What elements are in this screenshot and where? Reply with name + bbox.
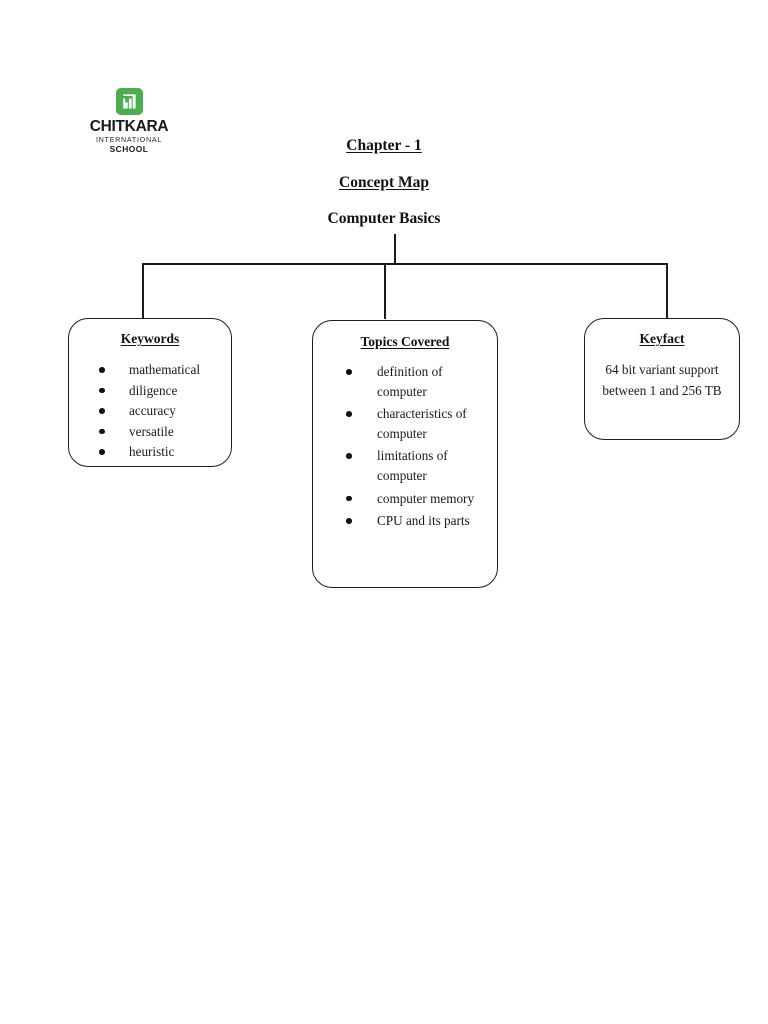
- node-box-keyfact: Keyfact 64 bit variant support between 1…: [584, 318, 740, 440]
- connector-drop-keyfact: [666, 263, 668, 319]
- list-item: mathematical: [69, 360, 231, 380]
- node-title-topics-covered: Topics Covered: [360, 334, 450, 349]
- keywords-list: mathematical diligence accuracy versatil…: [69, 360, 231, 462]
- chapter-heading-text: Chapter - 1: [346, 137, 422, 154]
- logo-subtitle-school: SCHOOL: [109, 144, 149, 154]
- chitkara-mark-icon: [115, 88, 143, 115]
- list-item: CPU and its parts: [313, 511, 497, 531]
- node-box-topics-covered: Topics Covered definition of computer ch…: [312, 320, 498, 588]
- chitkara-logo: CHITKARA INTERNATIONAL SCHOOL: [88, 88, 170, 154]
- node-box-keywords: Keywords mathematical diligence accuracy…: [68, 318, 232, 467]
- connector-drop-topics: [384, 263, 386, 319]
- list-item: characteristics of computer: [313, 404, 497, 443]
- chapter-heading: Chapter - 1: [0, 137, 768, 155]
- keyfact-text: 64 bit variant support between 1 and 256…: [602, 362, 722, 398]
- list-item: heuristic: [69, 442, 231, 462]
- logo-wordmark: CHITKARA: [89, 118, 169, 135]
- root-topic-heading: Computer Basics: [327, 210, 441, 227]
- list-item: computer memory: [313, 489, 497, 509]
- list-item: versatile: [69, 422, 231, 442]
- list-item: limitations of computer: [313, 446, 497, 485]
- concept-map-heading: Concept Map: [0, 174, 768, 192]
- concept-map-heading-text: Concept Map: [339, 174, 429, 191]
- connector-stem-vertical: [394, 234, 396, 264]
- node-title-keyfact: Keyfact: [639, 331, 685, 346]
- topics-list: definition of computer characteristics o…: [313, 362, 497, 531]
- logo-subtitle-international: INTERNATIONAL: [95, 135, 163, 144]
- connector-horizontal-bar: [143, 263, 668, 266]
- node-title-keywords: Keywords: [120, 331, 180, 346]
- list-item: accuracy: [69, 401, 231, 421]
- list-item: definition of computer: [313, 362, 497, 401]
- connector-drop-keywords: [142, 263, 144, 319]
- list-item: diligence: [69, 381, 231, 401]
